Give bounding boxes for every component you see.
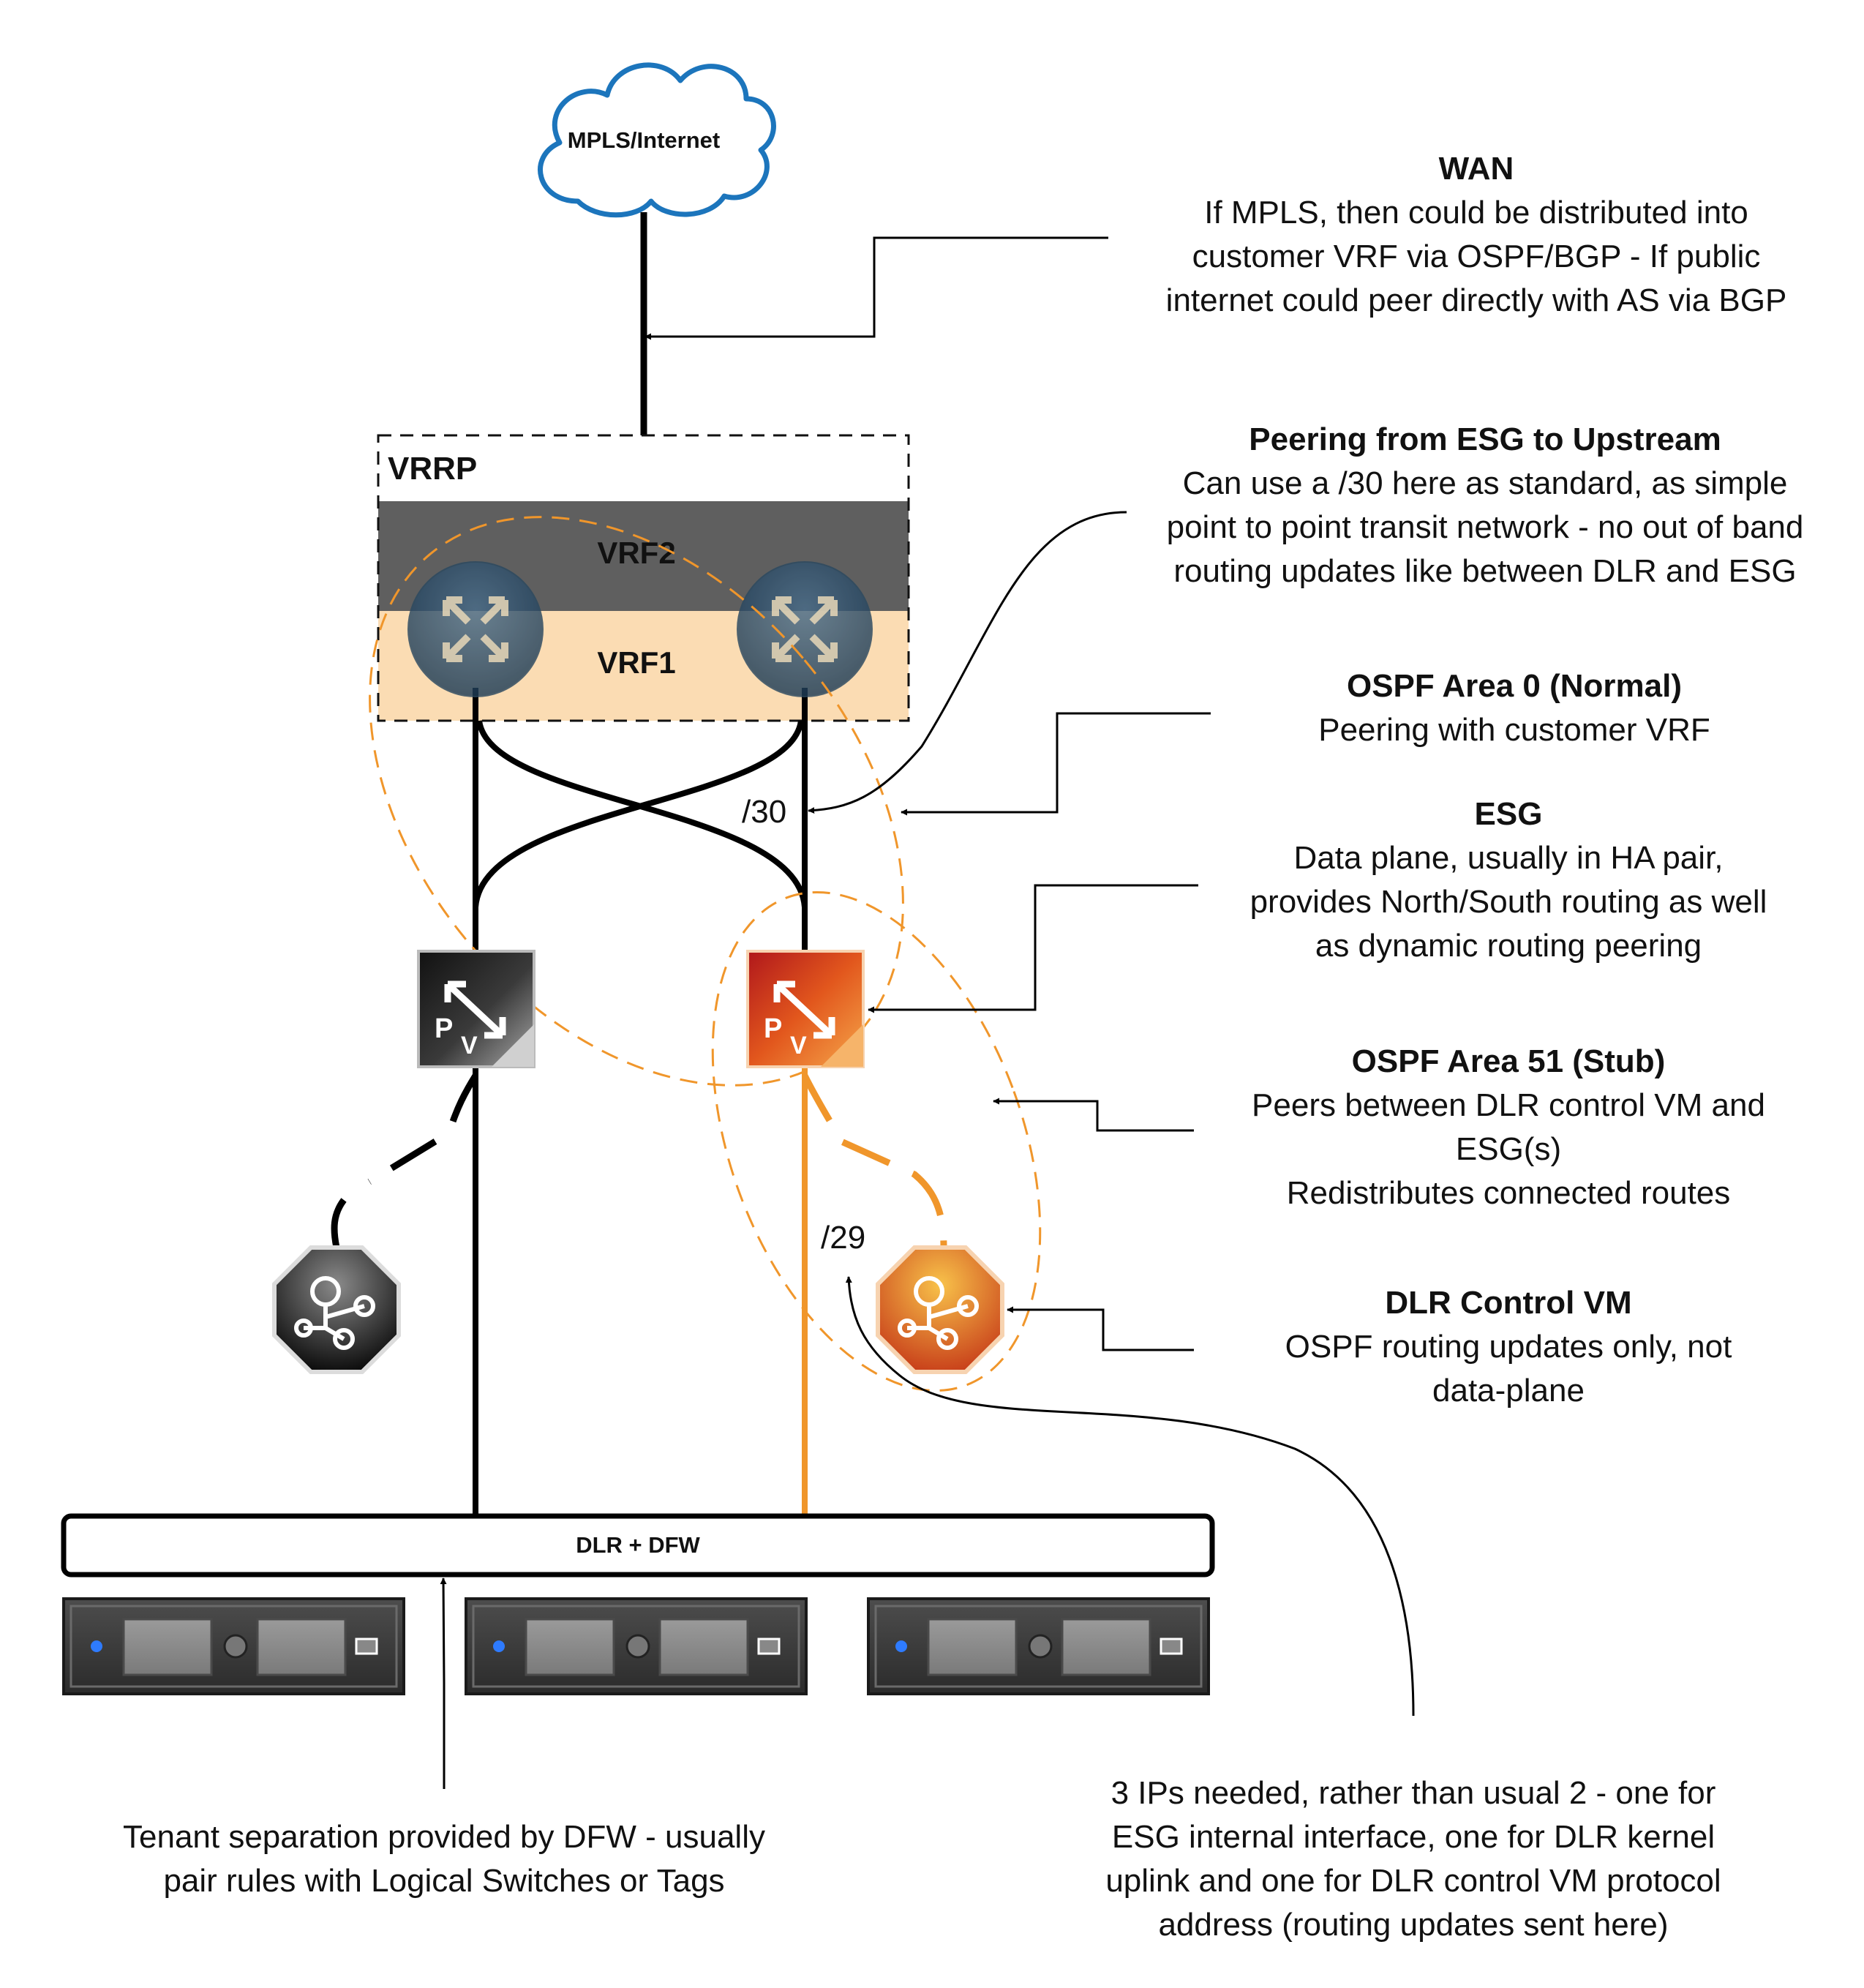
dlrvm-title: DLR Control VM — [1385, 1285, 1631, 1321]
server-icon — [465, 1597, 808, 1695]
ospf51-line: ESG(s) — [1456, 1131, 1561, 1167]
dlr-control-vm-icon — [876, 1245, 1004, 1374]
transit-links — [473, 688, 808, 951]
ips-line: uplink and one for DLR control VM protoc… — [1105, 1863, 1721, 1899]
internal-subnet-label: /29 — [821, 1220, 865, 1256]
peering-callout-line — [808, 511, 1127, 814]
ospf51-callout-line — [993, 1098, 1194, 1132]
tenant-line: Tenant separation provided by DFW - usua… — [123, 1819, 765, 1855]
ips-callout-line — [845, 1276, 1415, 1717]
esg-icon: P V — [746, 950, 865, 1068]
ips-annotation: 3 IPs needed, rather than usual 2 - one … — [1105, 1775, 1721, 1943]
dlrvm-annotation: DLR Control VM OSPF routing updates only… — [1285, 1285, 1732, 1409]
ips-line: ESG internal interface, one for DLR kern… — [1112, 1819, 1715, 1855]
cloud-label: MPLS/Internet — [568, 127, 720, 153]
esg-line: Data plane, usually in HA pair, — [1293, 840, 1723, 876]
peering-title: Peering from ESG to Upstream — [1249, 421, 1721, 457]
tenant-line: pair rules with Logical Switches or Tags — [163, 1863, 724, 1899]
wan-line: internet could peer directly with AS via… — [1166, 282, 1787, 318]
ips-line: 3 IPs needed, rather than usual 2 - one … — [1111, 1775, 1716, 1811]
dlr-dfw-label: DLR + DFW — [576, 1532, 700, 1558]
vrf1-label: VRF1 — [597, 645, 675, 680]
server-icon — [62, 1597, 405, 1695]
peering-annotation: Peering from ESG to Upstream Can use a /… — [1167, 421, 1804, 589]
ospf51-line: Peers between DLR control VM and — [1252, 1087, 1765, 1123]
dlr-dfw-bar — [61, 1513, 1215, 1578]
vrrp-box — [377, 434, 910, 722]
peering-line: Can use a /30 here as standard, as simpl… — [1183, 465, 1788, 501]
ips-line: address (routing updates sent here) — [1158, 1907, 1668, 1943]
control-vm-b-link — [801, 1073, 947, 1248]
ospf0-title: OSPF Area 0 (Normal) — [1347, 668, 1682, 704]
control-vm-a-link — [331, 1073, 478, 1248]
svg-text:P: P — [435, 1013, 453, 1044]
dlrvm-callout-line — [1007, 1306, 1194, 1351]
router-icon — [737, 561, 873, 697]
cloud-icon — [538, 62, 776, 218]
ospf51-title: OSPF Area 51 (Stub) — [1352, 1043, 1666, 1079]
wan-line: If MPLS, then could be distributed into — [1204, 195, 1748, 230]
wan-title: WAN — [1439, 151, 1514, 187]
ospf0-annotation: OSPF Area 0 (Normal) Peering with custom… — [1318, 668, 1710, 748]
wan-annotation: WAN If MPLS, then could be distributed i… — [1166, 151, 1787, 318]
ospf51-line: Redistributes connected routes — [1287, 1175, 1731, 1211]
router-icon — [407, 561, 544, 697]
server-icon — [867, 1597, 1210, 1695]
dlrvm-line: data-plane — [1432, 1373, 1585, 1409]
transit-subnet-label: /30 — [742, 794, 786, 830]
wan-callout-line — [644, 236, 1108, 340]
vrf2-label: VRF2 — [597, 536, 675, 570]
esg-annotation: ESG Data plane, usually in HA pair, prov… — [1250, 796, 1767, 964]
esg-callout-line — [868, 884, 1198, 1013]
dlrvm-line: OSPF routing updates only, not — [1285, 1329, 1732, 1365]
esg-icon: P V — [417, 950, 535, 1068]
svg-text:V: V — [790, 1032, 807, 1059]
ospf0-callout-line — [901, 712, 1211, 816]
esg-line: as dynamic routing peering — [1315, 928, 1702, 964]
peering-line: point to point transit network - no out … — [1167, 509, 1804, 545]
esg-line: provides North/South routing as well — [1250, 884, 1767, 920]
svg-text:P: P — [764, 1013, 782, 1044]
dlr-control-vm-icon — [272, 1245, 401, 1374]
esg-title: ESG — [1475, 796, 1543, 832]
wan-line: customer VRF via OSPF/BGP - If public — [1192, 239, 1761, 274]
ospf51-annotation: OSPF Area 51 (Stub) Peers between DLR co… — [1252, 1043, 1765, 1211]
tenant-annotation: Tenant separation provided by DFW - usua… — [123, 1819, 765, 1899]
ospf0-line: Peering with customer VRF — [1318, 712, 1710, 748]
vrrp-label: VRRP — [388, 451, 477, 487]
peering-line: routing updates like between DLR and ESG — [1173, 553, 1796, 589]
svg-text:V: V — [461, 1032, 478, 1059]
tenant-callout-line — [440, 1578, 447, 1789]
ospf-area-51-boundary — [711, 890, 1042, 1392]
